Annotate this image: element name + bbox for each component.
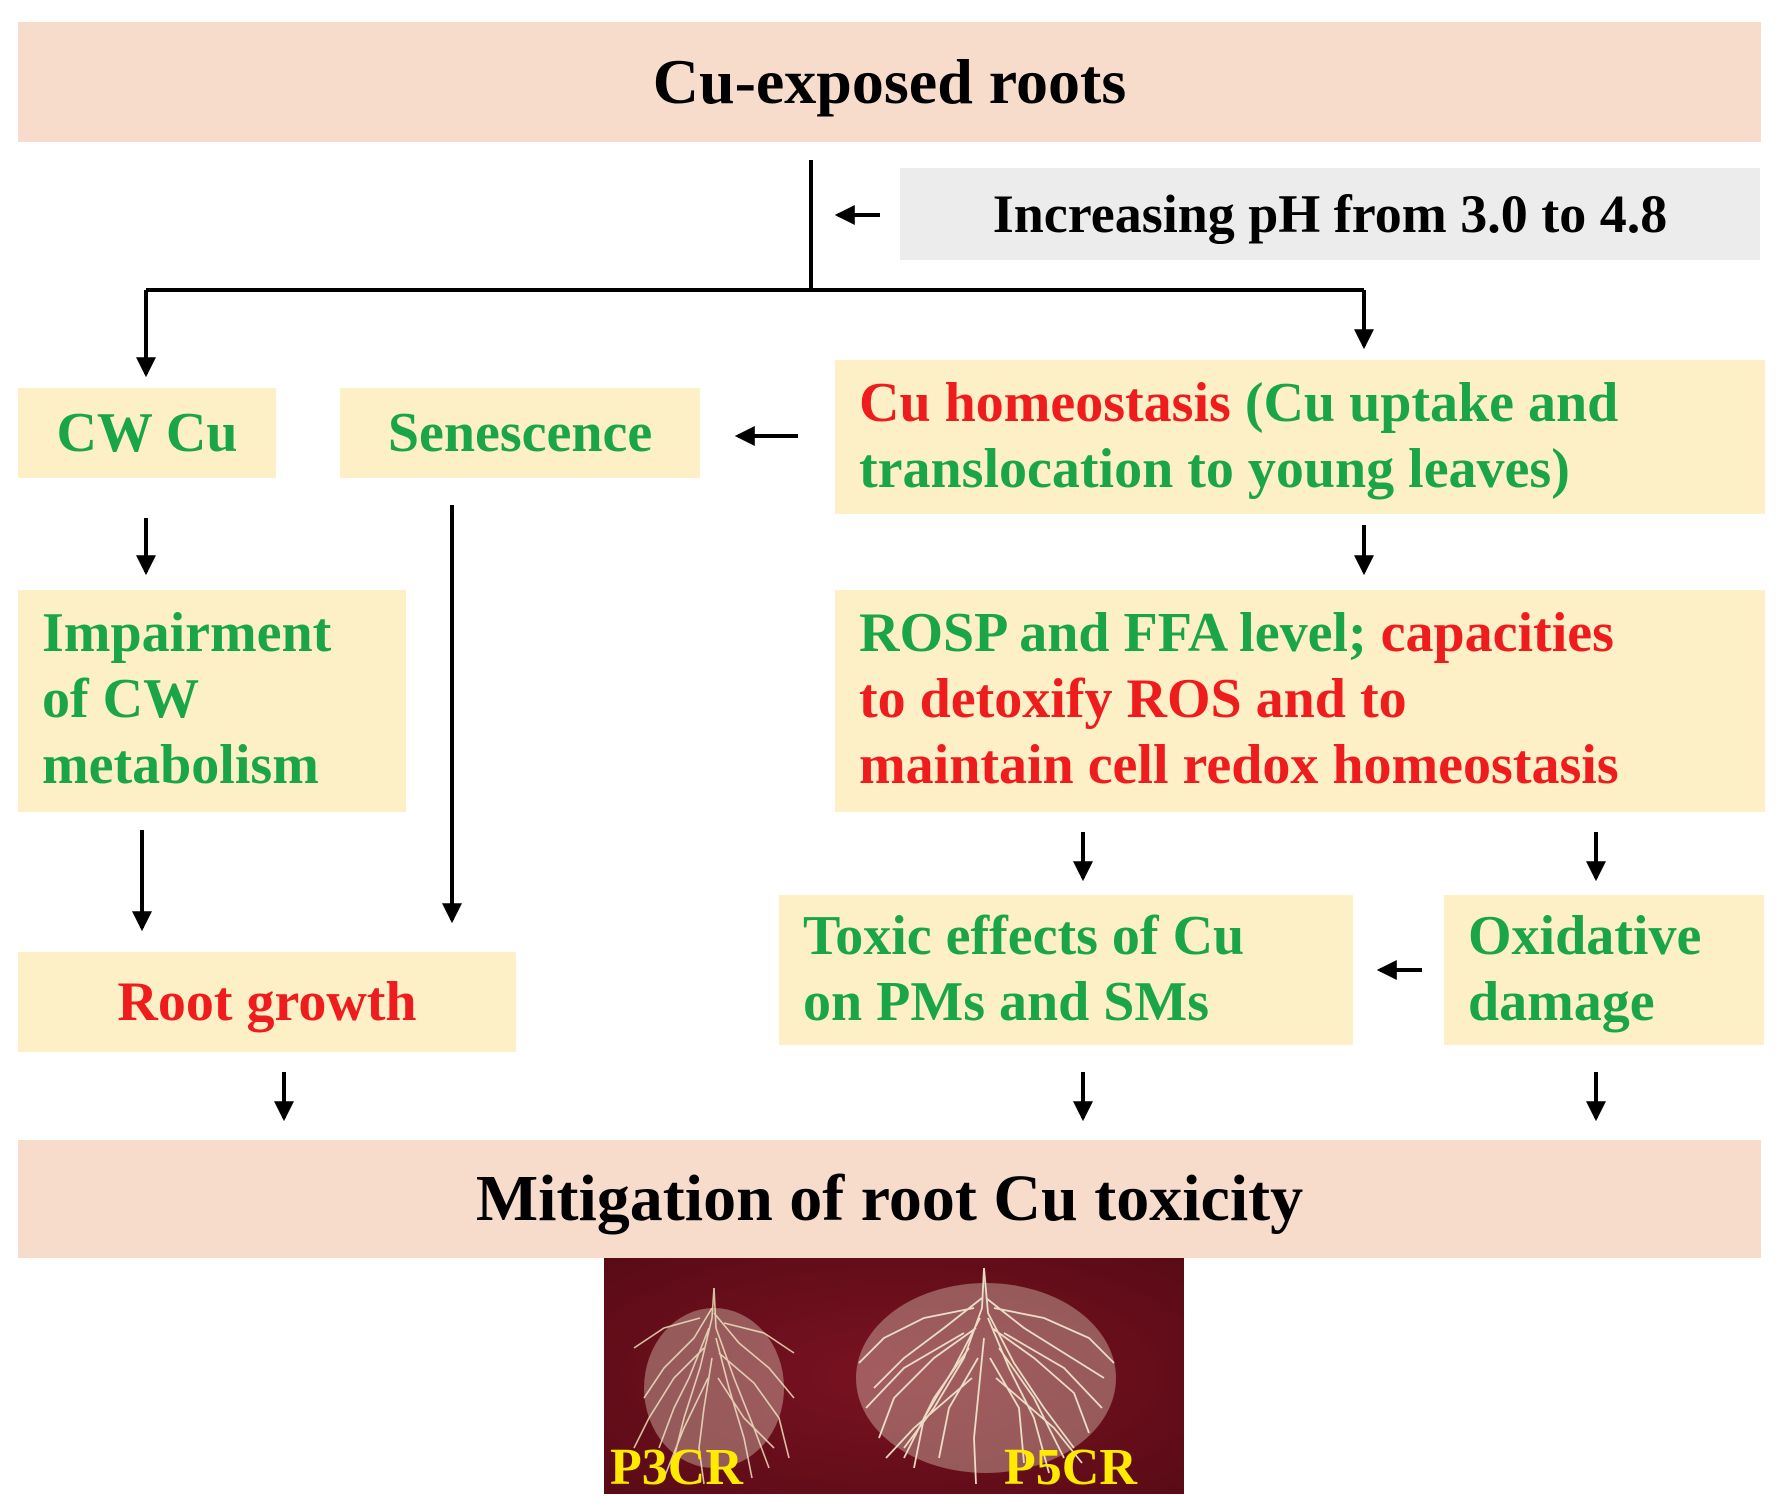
root-growth-text: Root growth xyxy=(117,971,417,1033)
bottom-banner: Mitigation of root Cu toxicity xyxy=(18,1140,1761,1258)
rosp-red1: capacities xyxy=(1380,602,1614,664)
rosp-line3: maintain cell redox homeostasis xyxy=(859,734,1619,796)
cu-homeostasis-line2: translocation to young leaves) xyxy=(859,438,1570,500)
roots-photo: P3CR P5CR xyxy=(604,1258,1184,1494)
ph-note-text: Increasing pH from 3.0 to 4.8 xyxy=(992,184,1668,244)
impairment-line3: metabolism xyxy=(42,734,319,796)
cw-cu-text: CW Cu xyxy=(56,402,238,464)
cw-cu-box: CW Cu xyxy=(18,388,276,478)
impairment-line2: of CW xyxy=(42,668,200,730)
impairment-line1: Impairment xyxy=(42,602,332,664)
toxic-effects-box: Toxic effects of Cu on PMs and SMs xyxy=(779,895,1353,1045)
cu-homeostasis-box: Cu homeostasis (Cu uptake and translocat… xyxy=(835,360,1765,514)
oxidative-line1: Oxidative xyxy=(1468,905,1702,967)
impairment-box: Impairment of CW metabolism xyxy=(18,590,406,812)
top-banner-text: Cu-exposed roots xyxy=(652,46,1127,117)
rosp-box: ROSP and FFA level; capacities to detoxi… xyxy=(835,590,1765,812)
rosp-line1: ROSP and FFA level; capacities xyxy=(859,600,1614,666)
bottom-banner-text: Mitigation of root Cu toxicity xyxy=(475,1162,1304,1235)
cu-homeostasis-green1: (Cu uptake and xyxy=(1230,372,1619,434)
roots-photo-illustration xyxy=(604,1258,1184,1494)
senescence-box: Senescence xyxy=(340,388,700,478)
root-density xyxy=(644,1283,1116,1473)
p3cr-roots xyxy=(633,1287,795,1485)
oxidative-line2: damage xyxy=(1468,971,1655,1033)
toxic-line1: Toxic effects of Cu xyxy=(803,905,1245,967)
p5cr-roots xyxy=(858,1267,1115,1485)
ph-note: Increasing pH from 3.0 to 4.8 xyxy=(900,168,1760,260)
photo-label-p5cr: P5CR xyxy=(1004,1439,1137,1496)
cu-homeostasis-red: Cu homeostasis xyxy=(859,372,1231,434)
root-growth-box: Root growth xyxy=(18,952,516,1052)
cu-homeostasis-line1: Cu homeostasis (Cu uptake and xyxy=(859,370,1618,436)
photo-label-p3cr: P3CR xyxy=(610,1439,743,1496)
oxidative-box: Oxidative damage xyxy=(1444,895,1764,1045)
senescence-text: Senescence xyxy=(387,402,653,464)
rosp-green: ROSP and FFA level; xyxy=(859,602,1381,664)
top-banner: Cu-exposed roots xyxy=(18,22,1761,142)
rosp-line2: to detoxify ROS and to xyxy=(859,668,1407,730)
toxic-line2: on PMs and SMs xyxy=(803,971,1210,1033)
